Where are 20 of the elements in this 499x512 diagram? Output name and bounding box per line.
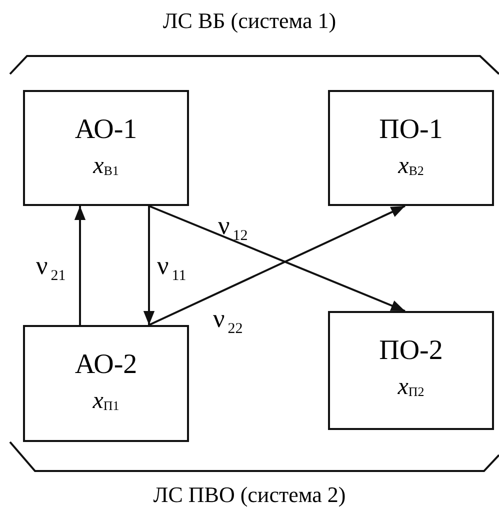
process-box xyxy=(23,325,189,442)
system-caption: ЛС ВБ (система 1) xyxy=(162,8,336,33)
process-box xyxy=(328,311,494,430)
system-caption: ЛС ПВО (система 2) xyxy=(153,482,346,507)
edge-label: ν$_{22}$ xyxy=(213,305,243,339)
variable-label: x$_{П2}$ xyxy=(398,373,424,402)
arrow xyxy=(74,206,86,325)
node-title: ПО-2 xyxy=(379,335,443,367)
edge-label: ν$_{12}$ xyxy=(218,212,248,246)
arrow xyxy=(143,206,155,325)
process-box xyxy=(328,90,494,206)
edge-label: ν$_{11}$ xyxy=(157,252,186,286)
node-title: АО-1 xyxy=(74,114,138,146)
node-title: АО-2 xyxy=(74,349,138,381)
variable-label: x$_{В2}$ xyxy=(398,152,424,181)
node-title: ПО-1 xyxy=(379,114,443,146)
process-box xyxy=(23,90,189,206)
edge-label: ν$_{21}$ xyxy=(36,252,66,286)
variable-label: x$_{В1}$ xyxy=(93,152,119,181)
variable-label: x$_{П1}$ xyxy=(92,387,120,416)
